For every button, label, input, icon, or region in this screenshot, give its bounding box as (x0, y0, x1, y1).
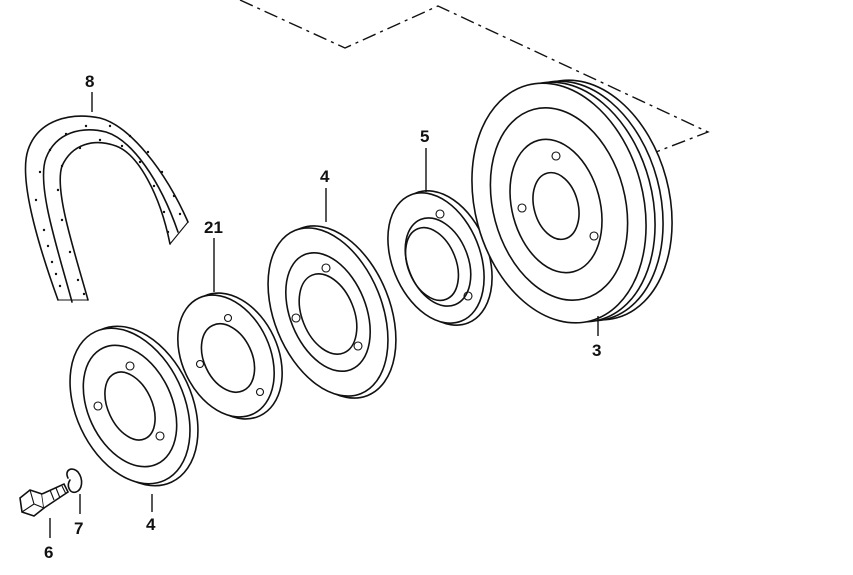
callout-21: 21 (204, 218, 223, 237)
callout-4-middle: 4 (320, 167, 330, 186)
reference-line (239, 0, 710, 153)
lock-washer (66, 468, 83, 494)
callout-8: 8 (85, 72, 94, 91)
grooved-pulley-large (471, 79, 673, 324)
pulley-plate-middle (267, 225, 397, 399)
pulley-plate-front (69, 325, 199, 487)
callout-3: 3 (592, 341, 601, 360)
hex-bolt (19, 482, 70, 517)
callout-5: 5 (420, 127, 429, 146)
hub-collar (387, 190, 493, 326)
v-belt (24, 115, 189, 303)
shim-ring (177, 292, 283, 420)
callout-4-front: 4 (146, 515, 156, 534)
callout-7: 7 (74, 519, 83, 538)
callout-6: 6 (44, 543, 53, 562)
